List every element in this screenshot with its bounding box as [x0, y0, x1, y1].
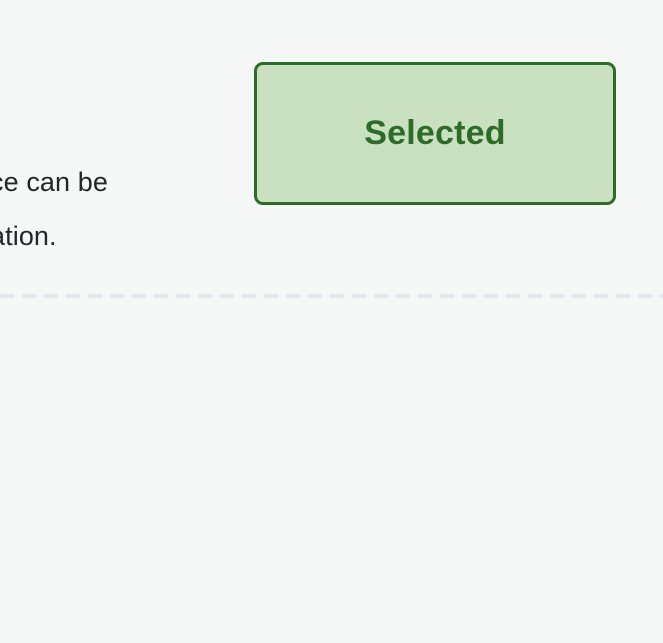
selected-button[interactable]: Selected — [254, 62, 616, 205]
dashed-divider — [0, 294, 663, 298]
description-line: ce can be — [0, 167, 108, 197]
list-item: ession 2 Big Idea of alues) and Select — [0, 300, 663, 643]
list-item: ce can be ation. Selected — [0, 0, 663, 296]
description-line: ation. — [0, 221, 57, 251]
item-description: ce can be ation. — [0, 155, 250, 263]
